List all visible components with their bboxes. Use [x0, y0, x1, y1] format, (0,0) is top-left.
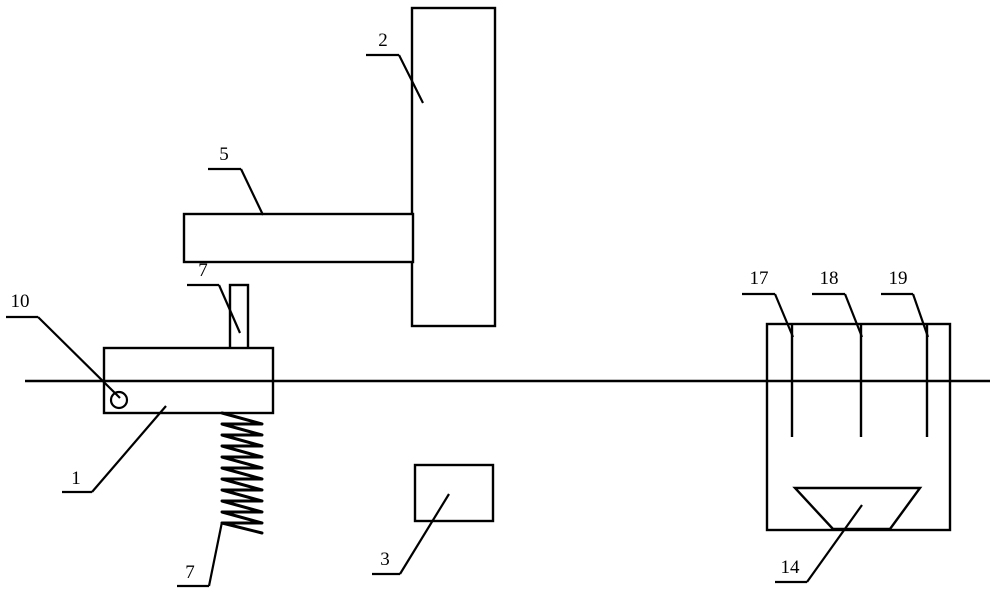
callout-19-label: 19 [889, 268, 908, 289]
funnel-14 [792, 486, 923, 531]
callout-7-bottom-leader [207, 521, 224, 587]
callout-1-leader [91, 405, 167, 493]
callout-5-leader [240, 168, 264, 216]
callout-2-leader [398, 54, 424, 104]
callout-2-label: 2 [378, 30, 388, 51]
callout-7-top-leader [217, 284, 242, 334]
callout-7-bottom: 7 [177, 521, 224, 588]
callout-18-leader [843, 293, 864, 338]
horizontal-arm-5 [182, 212, 415, 264]
callout-7-bottom-label: 7 [185, 562, 195, 583]
callout-10: 10 [6, 291, 121, 399]
callout-14: 14 [775, 504, 863, 584]
pin-circle-10 [109, 390, 129, 410]
callout-5: 5 [208, 144, 264, 216]
callout-3-leader [399, 493, 450, 575]
callout-19: 19 [881, 268, 930, 338]
callout-14-label: 14 [781, 557, 801, 578]
vertical-block-2 [410, 6, 497, 328]
callout-17-label: 17 [750, 268, 769, 289]
callout-18: 18 [812, 268, 864, 338]
callout-3: 3 [372, 493, 450, 576]
callout-1-label: 1 [71, 468, 81, 489]
callout-7-top: 7 [187, 260, 242, 334]
callout-5-label: 5 [219, 144, 229, 165]
callout-group: 2 5 7 10 1 [6, 30, 930, 588]
callout-18-label: 18 [820, 268, 839, 289]
callout-1: 1 [62, 405, 167, 494]
callout-17-leader [773, 293, 795, 338]
callout-3-label: 3 [380, 549, 390, 570]
callout-2: 2 [366, 30, 424, 104]
small-box-3 [413, 463, 495, 523]
callout-7-top-label: 7 [198, 260, 208, 281]
callout-19-leader [911, 293, 930, 338]
callout-17: 17 [742, 268, 795, 338]
callout-10-leader [37, 316, 121, 399]
callout-14-leader [806, 504, 863, 583]
coil-spring-7 [220, 411, 264, 535]
callout-10-label: 10 [11, 291, 30, 312]
